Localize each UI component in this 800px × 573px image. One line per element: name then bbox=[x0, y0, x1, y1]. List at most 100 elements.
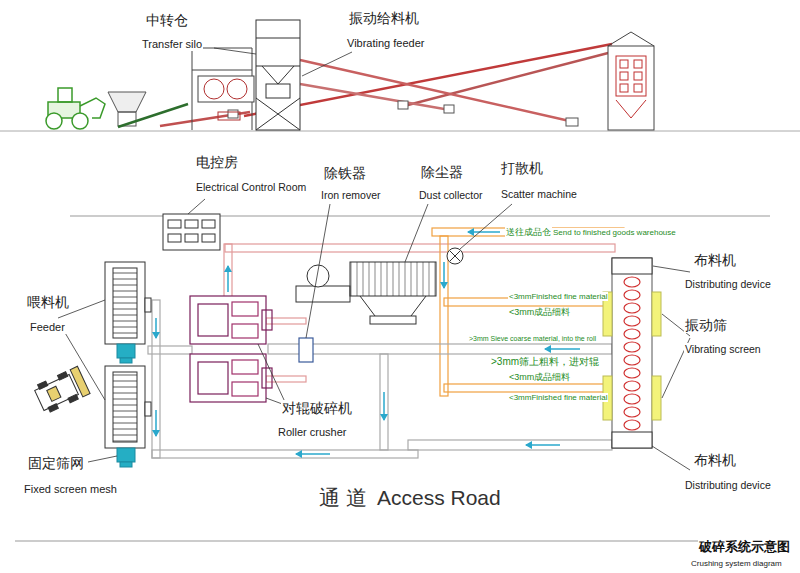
vibrating-screen-column bbox=[624, 394, 640, 404]
callout-label: Scatter machine bbox=[500, 188, 578, 200]
belt-conveyor-plan bbox=[152, 450, 418, 458]
vibrating-screen-column bbox=[652, 376, 661, 420]
vibrating-screen-column bbox=[624, 381, 640, 391]
belt-conveyor-plan bbox=[148, 346, 192, 354]
vibrating-screen-column bbox=[612, 432, 652, 448]
screening-tower bbox=[608, 32, 654, 130]
leader-line bbox=[652, 446, 690, 470]
callout-label: Dust collector bbox=[418, 189, 484, 201]
vibrating-screen-column bbox=[624, 355, 640, 365]
vibrating-screen-column bbox=[624, 277, 640, 430]
ground-line bbox=[0, 131, 800, 132]
flow-arrow bbox=[383, 392, 385, 420]
flow-note: 送往成品仓 bbox=[505, 227, 552, 237]
loader-plan bbox=[38, 381, 48, 389]
belt-conveyor bbox=[300, 84, 450, 110]
loader-plan bbox=[33, 366, 90, 414]
transfer-silo bbox=[256, 98, 300, 130]
flow-arrow bbox=[443, 262, 445, 288]
leader-line bbox=[258, 344, 285, 402]
belt-conveyor-plan bbox=[225, 244, 615, 252]
crusher-house bbox=[192, 70, 252, 71]
leader-line bbox=[188, 199, 205, 214]
roller-crusher bbox=[190, 354, 266, 402]
belt-conveyor-plan bbox=[148, 228, 624, 458]
flow-note: <3mm成品细料 bbox=[508, 372, 571, 382]
roller-crusher bbox=[190, 296, 266, 344]
loader-plan bbox=[57, 372, 67, 380]
callout-label: 布料机 bbox=[693, 452, 737, 468]
roller-crusher bbox=[232, 382, 258, 396]
belt-conveyor bbox=[566, 118, 578, 126]
feeder bbox=[113, 268, 137, 338]
flow-arrow bbox=[155, 410, 157, 436]
vibrating-screen-column bbox=[612, 258, 652, 448]
loader-plan bbox=[47, 386, 61, 401]
flow-note: >3mm筛上粗料，进对辊 bbox=[490, 356, 600, 368]
screening-tower bbox=[620, 60, 628, 68]
callout-label: 电控房 bbox=[195, 154, 239, 170]
feeder bbox=[120, 358, 132, 363]
roller-crusher bbox=[190, 296, 272, 402]
loader-plan bbox=[70, 366, 90, 397]
flow-arrow bbox=[526, 444, 560, 446]
callout-label: Iron remover bbox=[320, 189, 382, 201]
screening-tower bbox=[620, 72, 628, 80]
belt-conveyor-plan bbox=[268, 344, 612, 354]
roller-crusher bbox=[198, 362, 228, 394]
vibrating-screen-column bbox=[624, 290, 640, 300]
belt-conveyor bbox=[398, 101, 408, 109]
feed-conveyor bbox=[118, 104, 188, 127]
screening-tower bbox=[634, 60, 642, 68]
feeder bbox=[117, 448, 135, 462]
transfer-silo bbox=[256, 20, 300, 130]
callout-label: Feeder bbox=[29, 321, 66, 334]
flow-note: >3mm Sieve coarse material, into the rol… bbox=[468, 335, 597, 343]
roller-crusher bbox=[232, 324, 258, 338]
feeder bbox=[145, 402, 151, 416]
iron-remover bbox=[299, 338, 313, 362]
belt-conveyor bbox=[160, 44, 612, 126]
leader-line bbox=[58, 199, 690, 470]
screening-tower bbox=[634, 84, 642, 92]
vibrating-screen-column bbox=[624, 316, 640, 326]
callout-label: 除尘器 bbox=[420, 164, 464, 180]
flow-arrow bbox=[227, 266, 229, 292]
crusher-house bbox=[198, 76, 254, 102]
dust-collector bbox=[370, 316, 416, 324]
plan-border bbox=[15, 541, 785, 542]
crusher-house bbox=[227, 79, 247, 99]
screening-tower bbox=[634, 72, 642, 80]
caption: 破碎系统示意图 bbox=[698, 540, 791, 555]
callout-label: Vibrating feeder bbox=[346, 37, 425, 50]
flow-note: <3mm成品细料 bbox=[508, 307, 571, 317]
belt-conveyor bbox=[444, 105, 454, 113]
screening-tower bbox=[616, 100, 646, 118]
vibrating-screen-column bbox=[624, 277, 640, 287]
flow-arrow bbox=[155, 318, 157, 338]
dust-collector bbox=[307, 265, 329, 287]
leader-line bbox=[214, 48, 256, 54]
vibrating-screen-column bbox=[624, 407, 640, 417]
scatter-machine bbox=[447, 248, 463, 264]
electrical-control-room bbox=[163, 214, 220, 250]
flow-arrow bbox=[468, 231, 500, 233]
wheel-loader bbox=[80, 98, 105, 118]
feeder bbox=[105, 366, 145, 448]
electrical-control-room bbox=[163, 214, 220, 250]
callout-label: Distributing device bbox=[684, 278, 772, 290]
transfer-silo bbox=[262, 66, 294, 84]
wheel-loader bbox=[72, 113, 88, 129]
iron-remover bbox=[299, 338, 313, 362]
feeder bbox=[117, 344, 135, 358]
callout-label: 固定筛网 bbox=[27, 455, 85, 471]
ground-line bbox=[0, 131, 800, 132]
callout-label: 除铁器 bbox=[323, 165, 367, 181]
callout-label: 振动给料机 bbox=[348, 10, 420, 26]
transfer-silo bbox=[256, 20, 300, 130]
leader-line bbox=[306, 204, 330, 338]
belt-conveyor-plan bbox=[152, 300, 160, 458]
callout-label: Vibrating screen bbox=[684, 343, 762, 355]
plan-border bbox=[15, 216, 785, 541]
scatter-machine bbox=[447, 248, 463, 264]
